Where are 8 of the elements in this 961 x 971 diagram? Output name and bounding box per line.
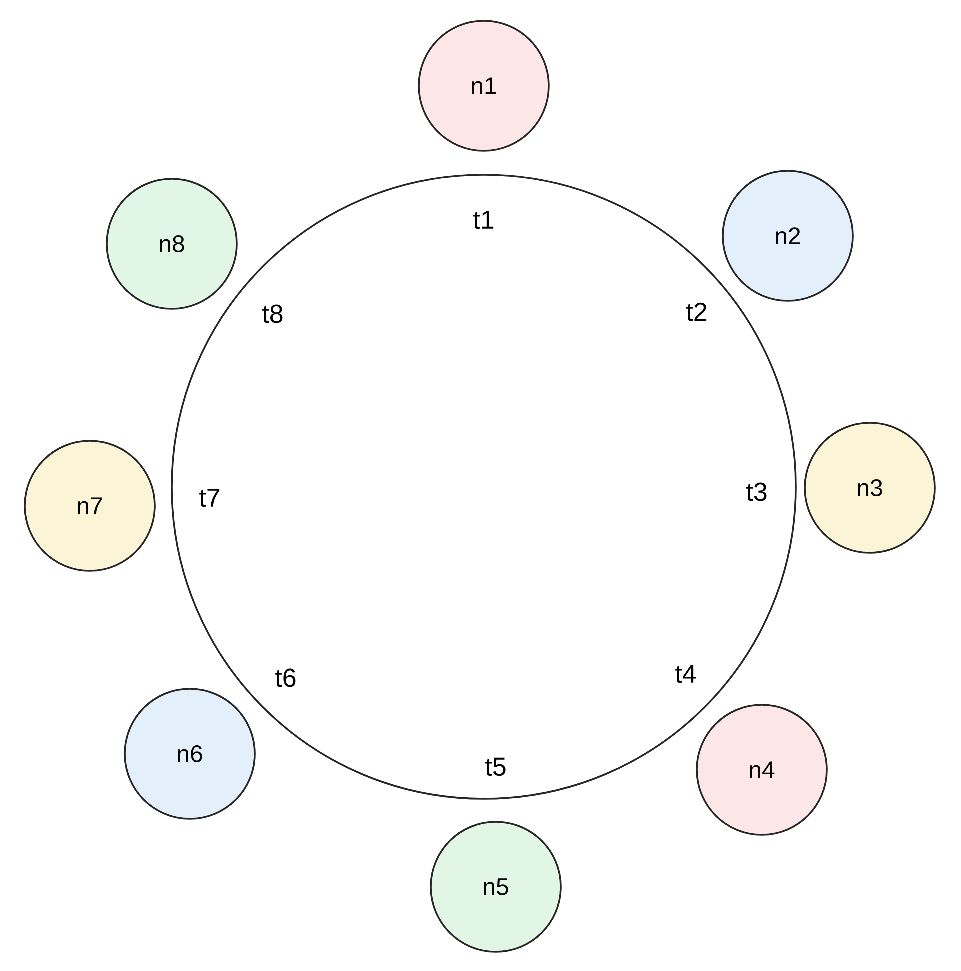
ring-label: t3 bbox=[746, 482, 767, 502]
ring-label: t1 bbox=[474, 210, 494, 230]
ring-label: t2 bbox=[686, 302, 707, 322]
ring-label: t6 bbox=[276, 668, 296, 688]
ring-label: t7 bbox=[200, 488, 220, 508]
ring-label: t5 bbox=[486, 758, 506, 776]
ring-label: t4 bbox=[676, 664, 696, 684]
ring-label: t8 bbox=[262, 304, 283, 324]
